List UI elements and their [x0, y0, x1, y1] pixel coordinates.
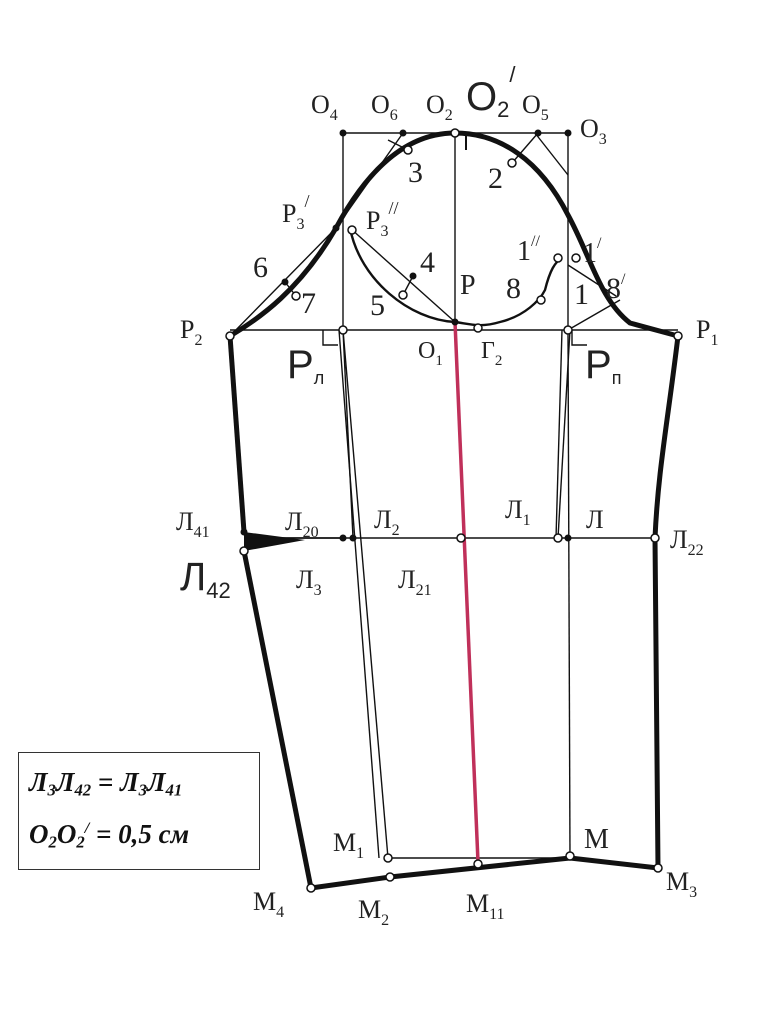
- label-O2: О2: [426, 90, 453, 124]
- label-G2: Г2: [481, 338, 502, 369]
- label-O5: О5: [522, 90, 549, 124]
- label-M1: М1: [333, 828, 364, 862]
- underarm-curve: [348, 227, 563, 327]
- label-L41: Л41: [176, 507, 210, 541]
- label-P-l: Рл: [287, 343, 324, 388]
- label-5: 5: [370, 289, 385, 322]
- construction-points: [225, 128, 683, 893]
- label-M11: М11: [466, 889, 505, 923]
- label-8: 8: [506, 272, 521, 305]
- label-P2: Р2: [180, 315, 202, 349]
- formula-box: Л3Л42 = Л3Л41 О2О2/ = 0,5 см: [18, 752, 260, 870]
- label-O2-prime: О2/: [466, 62, 516, 122]
- label-M2: М2: [358, 895, 389, 929]
- label-M3: М3: [666, 867, 697, 901]
- label-8-prime: 8/: [606, 271, 626, 305]
- label-L21: Л21: [398, 565, 432, 599]
- label-1: 1: [574, 278, 589, 311]
- label-L22: Л22: [670, 525, 704, 559]
- label-3: 3: [408, 156, 423, 189]
- label-O1: О1: [418, 338, 443, 369]
- construction-lines: [229, 132, 678, 859]
- label-O3: О3: [580, 114, 607, 148]
- label-P1: Р1: [696, 315, 718, 349]
- formula-line-1: Л3Л42 = Л3Л41: [29, 767, 183, 800]
- label-2: 2: [488, 162, 503, 195]
- label-P-p: Рп: [585, 343, 621, 388]
- label-L42: Л42: [180, 555, 231, 603]
- label-L20: Л20: [285, 507, 319, 541]
- point-labels: О4 О6 О2 О2/ О5 О3 3 2 Р3/ Р3// 6 7 4 5 …: [176, 62, 718, 929]
- label-L1: Л1: [505, 495, 531, 529]
- label-P3-prime: Р3/: [282, 191, 309, 233]
- formula-line-2: О2О2/ = 0,5 см: [29, 819, 190, 852]
- label-M4: М4: [253, 887, 284, 921]
- label-1-double-prime: 1//: [517, 233, 540, 267]
- label-O4: О4: [311, 90, 338, 124]
- label-M: М: [584, 824, 609, 855]
- label-4: 4: [420, 246, 435, 279]
- label-6: 6: [253, 251, 268, 284]
- sleeve-cap-outline: [228, 130, 679, 339]
- label-P3-double-prime: Р3//: [366, 198, 398, 240]
- label-L: Л: [586, 505, 604, 534]
- label-L2: Л2: [374, 505, 400, 539]
- label-O6: О6: [371, 90, 398, 124]
- label-L3: Л3: [296, 565, 322, 599]
- label-P: Р: [460, 270, 476, 301]
- sleeve-outline: [227, 335, 681, 891]
- sleeve-center-line: [453, 321, 480, 863]
- label-1-prime: 1/: [583, 235, 602, 269]
- label-7: 7: [301, 287, 316, 320]
- elbow-dart: [244, 532, 305, 551]
